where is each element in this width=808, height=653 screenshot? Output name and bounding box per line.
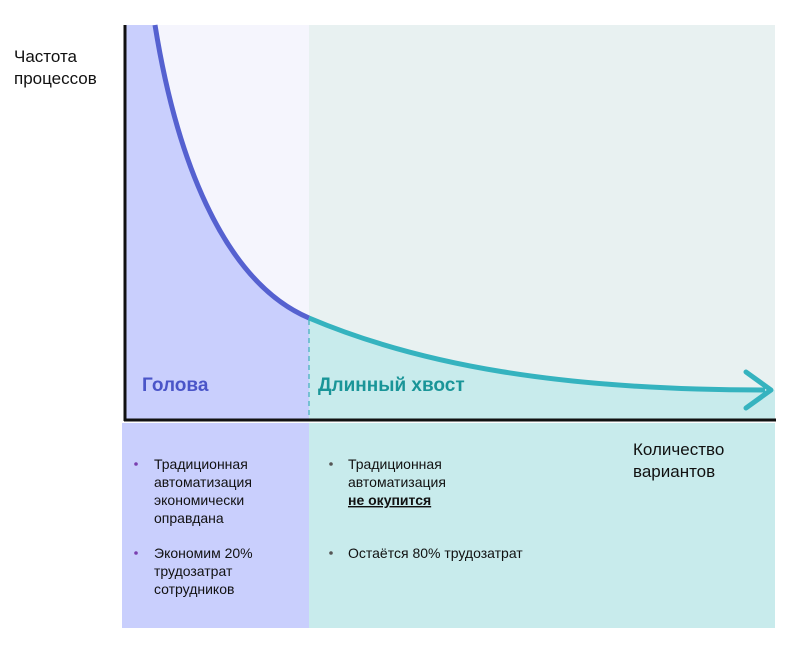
head-bullet-1: Традиционная автоматизация экономически … bbox=[154, 456, 256, 526]
head-bullet-2: Экономим 20% трудозатрат сотрудников bbox=[154, 545, 257, 597]
head-area bbox=[125, 25, 309, 421]
tail-panel bbox=[309, 423, 775, 628]
bullet-icon bbox=[134, 462, 138, 466]
head-panel bbox=[122, 423, 309, 628]
bullet-icon bbox=[329, 551, 333, 555]
tail-bullet-1: Традиционная автоматизация не окупится bbox=[348, 456, 450, 508]
tail-area bbox=[309, 318, 775, 421]
tail-bullet-list: Традиционная автоматизация не окупится О… bbox=[329, 456, 523, 561]
head-curve bbox=[152, 24, 310, 321]
head-label: Голова bbox=[142, 375, 209, 396]
arrow-head-icon bbox=[743, 369, 774, 411]
bullet-icon bbox=[329, 462, 333, 466]
bullet-icon bbox=[134, 551, 138, 555]
head-bullet-list: Традиционная автоматизация экономически … bbox=[134, 456, 257, 597]
tail-bullet-2: Остаётся 80% трудозатрат bbox=[348, 545, 523, 561]
tail-curve bbox=[308, 315, 766, 393]
tail-label: Длинный хвост bbox=[318, 375, 465, 396]
